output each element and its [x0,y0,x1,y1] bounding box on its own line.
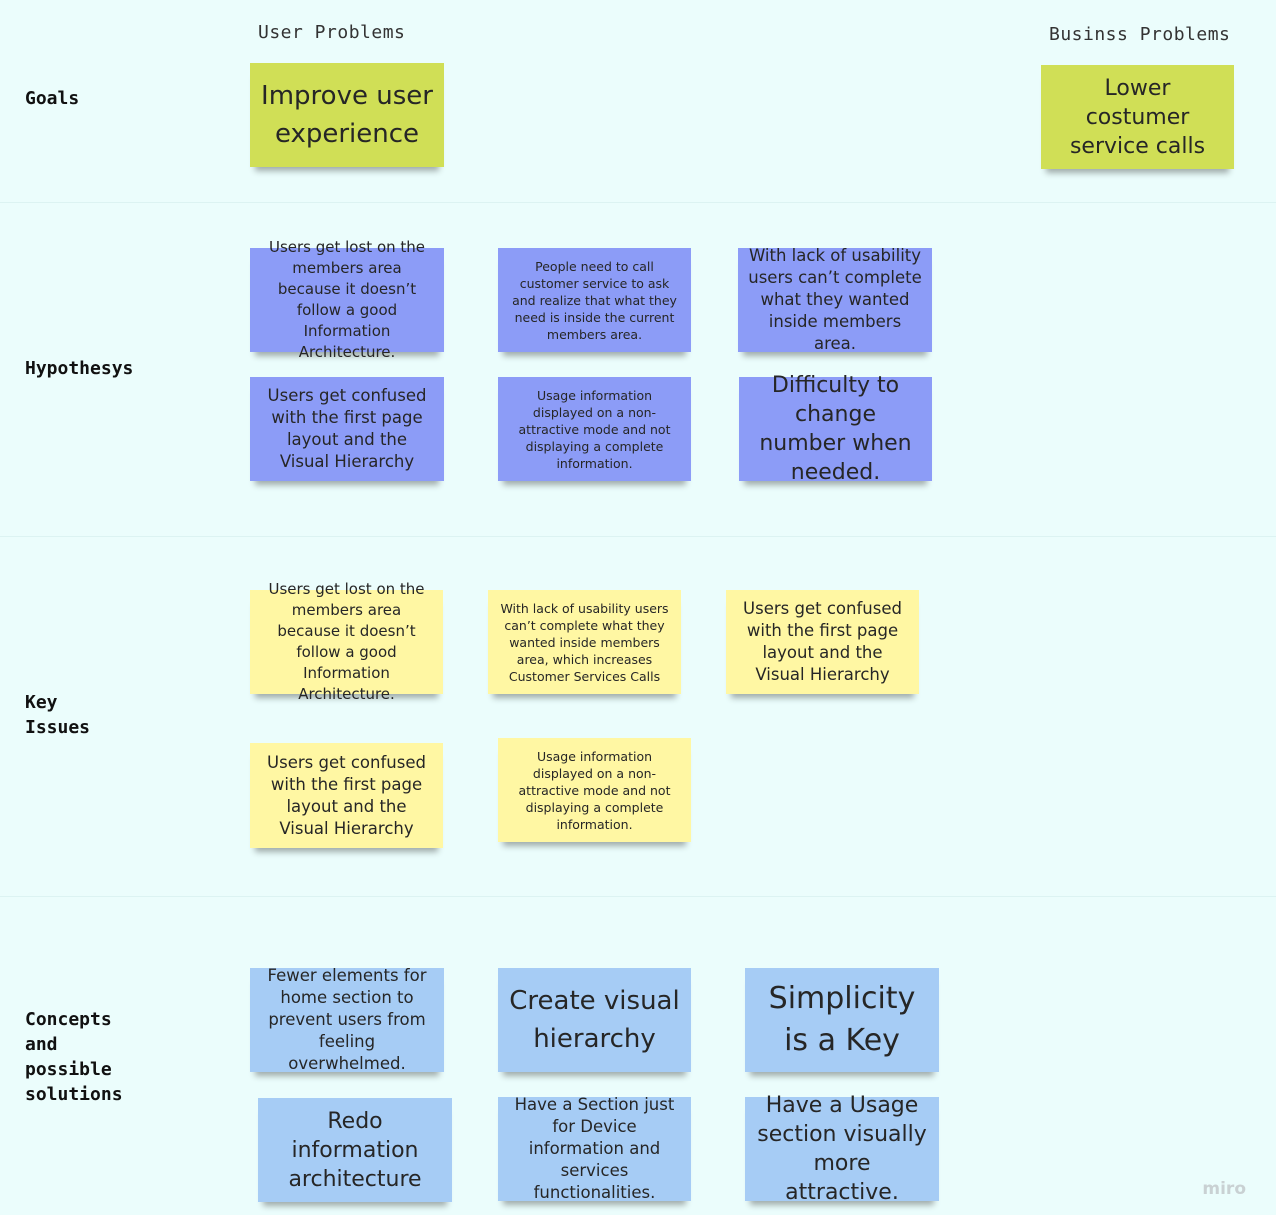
sticky-note-concept[interactable]: Create visual hierarchy [498,968,691,1072]
section-divider [0,536,1276,537]
sticky-note-text: Users get confused with the first page l… [267,752,426,838]
row-label-key-issues: Key Issues [25,692,91,738]
sticky-note-text: Users get lost on the members area becau… [268,580,425,703]
sticky-note-text: Users get lost on the members area becau… [268,238,426,361]
sticky-note-text: With lack of usability users can’t compl… [500,600,669,684]
sticky-note-text: Users get confused with the first page l… [267,386,427,471]
sticky-note-text: Lower costumer service calls [1069,75,1206,159]
sticky-note-concept[interactable]: Redo information architecture [258,1098,452,1202]
sticky-note-hypothesis[interactable]: Users get confused with the first page l… [250,377,444,481]
sticky-note-text: Usage information displayed on a non-att… [518,748,671,832]
sticky-note-text: With lack of usability users can’t compl… [748,246,922,353]
column-header-business-problems: Businss Problems [1049,24,1231,45]
sticky-note-text: Difficulty to change number when needed. [759,373,912,485]
sticky-note-key-issue[interactable]: Usage information displayed on a non-att… [498,738,691,842]
sticky-note-text: People need to call customer service to … [512,258,677,342]
sticky-note-goal-business[interactable]: Lower costumer service calls [1041,65,1234,169]
row-label-hypothesis: Hypothesys [25,358,134,379]
sticky-note-key-issue[interactable]: Users get confused with the first page l… [250,743,443,848]
sticky-note-text: Improve user experience [261,81,433,149]
section-divider [0,202,1276,203]
sticky-note-key-issue[interactable]: Users get confused with the first page l… [726,590,919,694]
row-label-concepts: Concepts and possible solutions [25,1009,123,1105]
sticky-note-text: Redo information architecture [288,1108,422,1192]
sticky-note-text: Fewer elements for home section to preve… [267,966,427,1073]
section-divider [0,896,1276,897]
column-header-user-problems: User Problems [258,22,406,43]
row-label-goals: Goals [25,88,80,109]
sticky-note-text: Simplicity is a Key [768,981,916,1058]
sticky-note-hypothesis[interactable]: People need to call customer service to … [498,248,691,352]
miro-logo: miro [1202,1179,1246,1199]
sticky-note-text: Usage information displayed on a non-att… [518,387,671,471]
sticky-note-key-issue[interactable]: With lack of usability users can’t compl… [488,590,681,694]
sticky-note-text: Have a Usage section visually more attra… [757,1093,927,1205]
sticky-note-text: Users get confused with the first page l… [743,599,902,684]
sticky-note-hypothesis[interactable]: Usage information displayed on a non-att… [498,377,691,481]
sticky-note-key-issue[interactable]: Users get lost on the members area becau… [250,580,443,703]
sticky-note-text: Have a Section just for Device informati… [514,1095,675,1202]
sticky-note-concept[interactable]: Fewer elements for home section to preve… [250,966,444,1073]
sticky-note-hypothesis[interactable]: With lack of usability users can’t compl… [738,246,932,353]
sticky-note-text: Create visual hierarchy [509,986,680,1054]
sticky-note-concept[interactable]: Have a Section just for Device informati… [498,1095,691,1202]
sticky-note-concept[interactable]: Have a Usage section visually more attra… [745,1093,939,1205]
sticky-note-concept[interactable]: Simplicity is a Key [745,968,939,1072]
sticky-note-hypothesis[interactable]: Difficulty to change number when needed. [739,373,932,485]
sticky-note-goal-user[interactable]: Improve user experience [250,63,444,167]
sticky-note-hypothesis[interactable]: Users get lost on the members area becau… [250,238,444,361]
